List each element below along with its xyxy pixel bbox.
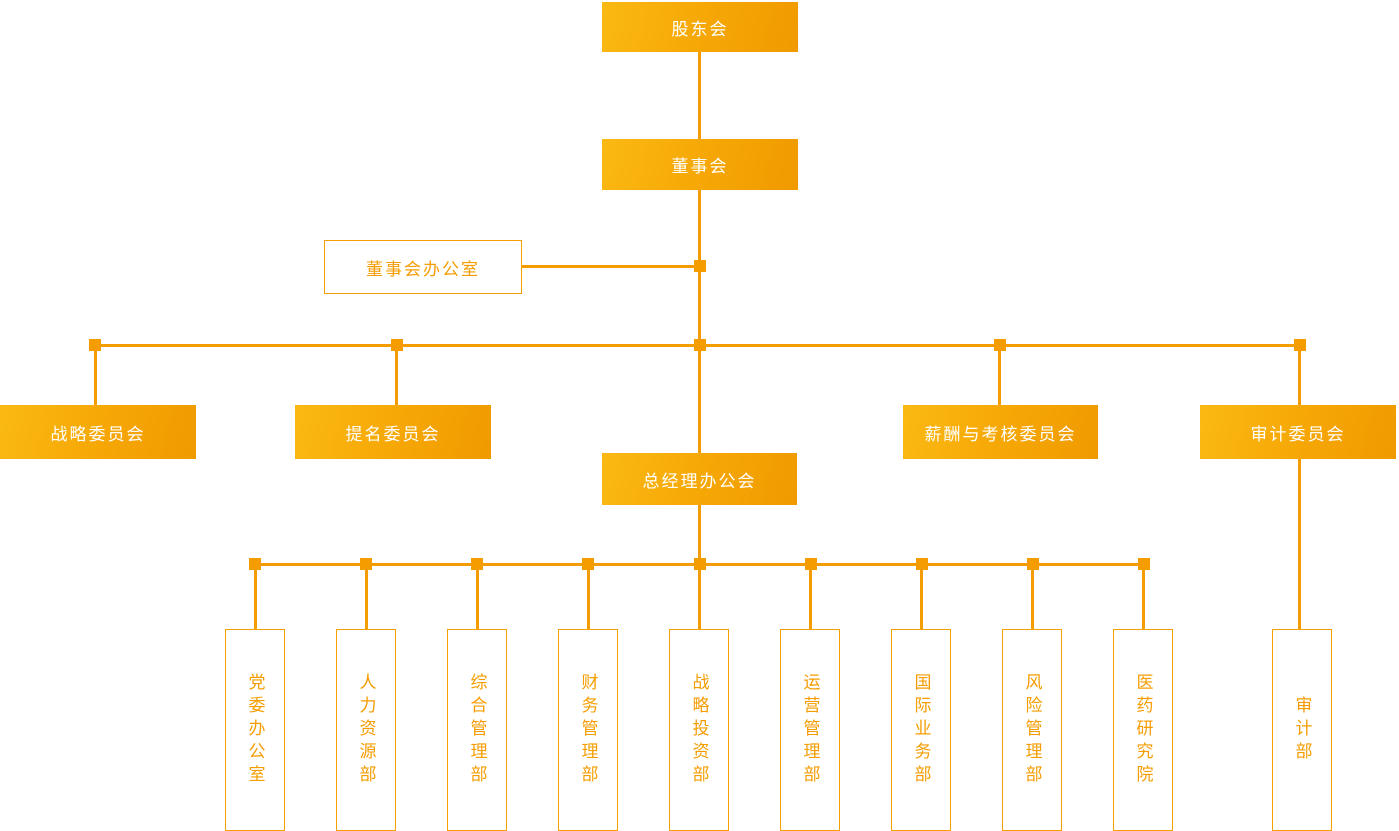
dept-label: 财务管理部	[578, 672, 598, 788]
dept-box-audit-department: 审计部	[1272, 629, 1332, 831]
dept-label: 运营管理部	[800, 672, 820, 788]
connector-node	[471, 558, 483, 570]
node-label: 审计委员会	[1250, 424, 1346, 444]
node-board-office: 董事会办公室	[324, 240, 522, 294]
dept-box-strategic-investment: 战略投资部	[669, 629, 729, 831]
connector-node	[360, 558, 372, 570]
connector-line	[698, 505, 701, 564]
connector-line	[254, 566, 257, 629]
node-board: 董事会	[602, 139, 798, 190]
node-shareholders: 股东会	[602, 2, 798, 52]
connector-line	[1298, 459, 1301, 629]
connector-line	[698, 566, 701, 629]
connector-node	[1138, 558, 1150, 570]
node-nomination-committee: 提名委员会	[295, 405, 491, 459]
dept-box-pharma-research: 医药研究院	[1113, 629, 1173, 831]
dept-box-international-business: 国际业务部	[891, 629, 951, 831]
connector-node	[1027, 558, 1039, 570]
connector-node	[249, 558, 261, 570]
connector-node	[391, 339, 403, 351]
node-label: 战略委员会	[50, 424, 146, 444]
connector-line	[522, 265, 699, 268]
connector-node	[694, 260, 706, 272]
connector-node	[694, 339, 706, 351]
connector-node	[994, 339, 1006, 351]
dept-label: 党委办公室	[245, 672, 265, 788]
dept-box-finance: 财务管理部	[558, 629, 618, 831]
connector-node	[916, 558, 928, 570]
connector-line	[94, 347, 97, 405]
dept-label: 审计部	[1292, 695, 1312, 765]
connector-line	[1298, 347, 1301, 405]
connector-node	[694, 558, 706, 570]
dept-box-human-resources: 人力资源部	[336, 629, 396, 831]
node-label: 薪酬与考核委员会	[924, 424, 1077, 444]
connector-node	[89, 339, 101, 351]
node-label: 总经理办公会	[642, 471, 757, 491]
connector-node	[582, 558, 594, 570]
connector-line	[698, 347, 701, 453]
node-label: 董事会	[671, 157, 729, 176]
connector-line	[1031, 566, 1034, 629]
connector-node	[805, 558, 817, 570]
connector-node	[1294, 339, 1306, 351]
dept-label: 综合管理部	[467, 672, 487, 788]
connector-line	[365, 566, 368, 629]
connector-line	[587, 566, 590, 629]
connector-line	[395, 347, 398, 405]
node-label: 股东会	[671, 19, 729, 39]
connector-line	[1142, 566, 1145, 629]
node-strategy-committee: 战略委员会	[0, 405, 196, 459]
node-compensation-committee: 薪酬与考核委员会	[903, 405, 1098, 459]
connector-line	[998, 347, 1001, 405]
node-label: 提名委员会	[345, 424, 441, 444]
dept-box-party-office: 党委办公室	[225, 629, 285, 831]
node-label: 董事会办公室	[366, 259, 480, 279]
dept-box-risk-management: 风险管理部	[1002, 629, 1062, 831]
dept-label: 风险管理部	[1022, 672, 1042, 788]
dept-label: 人力资源部	[356, 672, 376, 788]
dept-label: 战略投资部	[689, 672, 709, 788]
node-audit-committee: 审计委员会	[1200, 405, 1396, 459]
connector-line	[698, 52, 701, 139]
connector-line	[920, 566, 923, 629]
dept-label: 国际业务部	[911, 672, 931, 788]
dept-box-general-management: 综合管理部	[447, 629, 507, 831]
dept-box-operations: 运营管理部	[780, 629, 840, 831]
node-gm-office: 总经理办公会	[602, 453, 797, 505]
connector-line	[809, 566, 812, 629]
connector-line	[476, 566, 479, 629]
dept-label: 医药研究院	[1133, 672, 1153, 788]
